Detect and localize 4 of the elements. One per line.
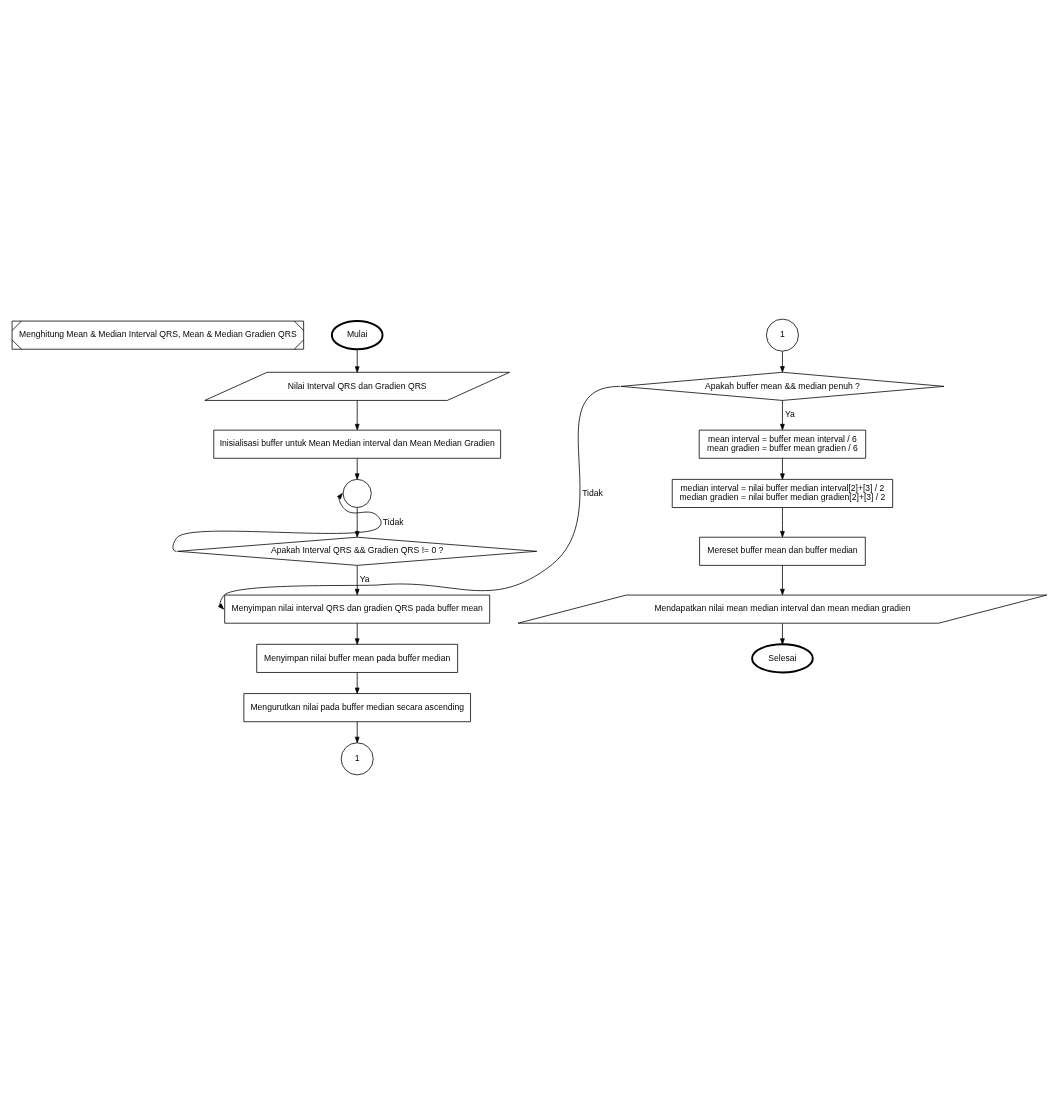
edge-label: Tidak	[382, 516, 404, 527]
edge-label: Tidak	[582, 487, 603, 498]
edge-label: Ya	[359, 573, 370, 584]
edge-label: Ya	[784, 408, 795, 419]
